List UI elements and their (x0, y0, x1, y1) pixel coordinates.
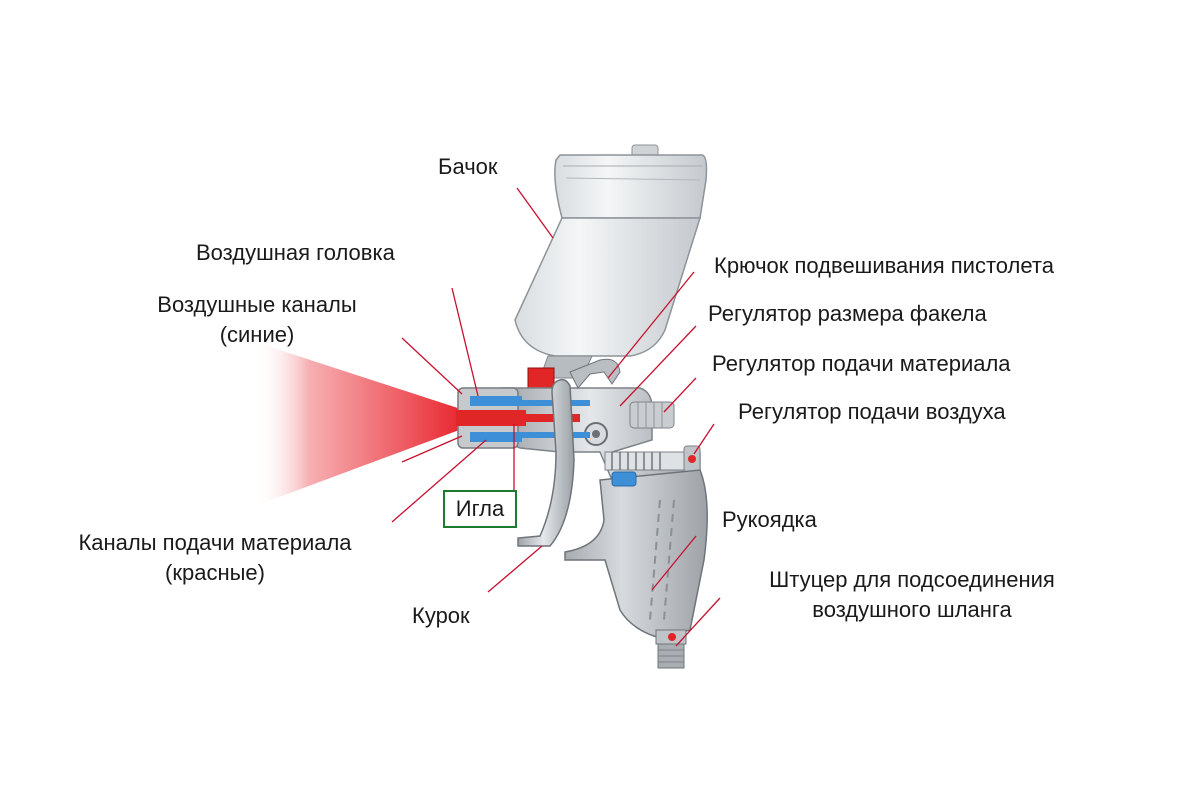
label-needle: Игла (443, 490, 517, 528)
label-trigger: Курок (412, 603, 470, 628)
leader-hook (607, 271, 695, 379)
label-hook: Крючок подвешивания пистолета (714, 253, 1054, 278)
leader-fan-regulator (619, 325, 697, 407)
label-air-channels-line2: (синие) (219, 322, 295, 347)
label-air-regulator: Регулятор подачи воздуха (738, 399, 1006, 424)
leader-air-regulator (693, 423, 715, 455)
label-material-channels-line1: Каналы подачи материала (78, 530, 352, 555)
leader-trigger (487, 545, 543, 593)
label-fan-regulator: Регулятор размера факела (708, 301, 987, 326)
paint-cup (514, 144, 708, 379)
leader-material-channels (391, 439, 487, 523)
label-fitting-line2: воздушного шланга (812, 597, 1012, 622)
spray-cone (255, 342, 470, 506)
label-air-cap: Воздушная головка (196, 240, 395, 265)
leader-tank (516, 187, 554, 239)
label-handle: Рукоядка (722, 507, 817, 532)
leader-handle (651, 535, 697, 591)
leader-air-channels-2 (401, 435, 463, 463)
air-fitting (655, 629, 687, 669)
trigger (517, 378, 575, 547)
leader-air-channels (401, 337, 463, 395)
leader-lines (391, 187, 721, 647)
handle (564, 469, 708, 639)
label-material-channels-line2: (красные) (165, 560, 265, 585)
leader-material-regulator (663, 377, 697, 413)
leader-air-cap (451, 287, 479, 397)
leader-fitting (675, 597, 721, 647)
label-tank: Бачок (438, 154, 498, 179)
label-air-channels-line1: Воздушные каналы (157, 292, 357, 317)
label-fitting-line1: Штуцер для подсоединения (769, 567, 1055, 592)
label-material-channels: Каналы подачи материала (красные) (52, 528, 378, 588)
label-material-regulator: Регулятор подачи материала (712, 351, 1011, 376)
label-fitting: Штуцер для подсоединения воздушного шлан… (738, 565, 1086, 625)
label-air-channels: Воздушные каналы (синие) (138, 290, 376, 350)
